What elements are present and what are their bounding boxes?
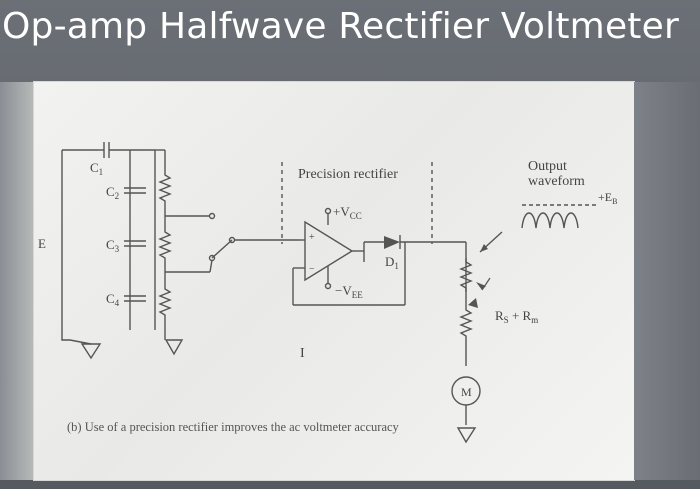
label-plus-input: + bbox=[309, 232, 315, 243]
resistor-r1 bbox=[158, 170, 172, 205]
label-e: E bbox=[38, 236, 46, 251]
slide-title: Op-amp Halfwave Rectifier Voltmeter bbox=[2, 6, 679, 47]
output-waveform bbox=[521, 212, 579, 229]
label-eb: +EB bbox=[598, 190, 617, 206]
figure-caption: (b) Use of a precision rectifier improve… bbox=[67, 420, 399, 434]
resistor-r3 bbox=[158, 285, 172, 320]
label-vcc: +VCC bbox=[333, 204, 362, 221]
circuit-figure bbox=[34, 82, 634, 480]
label-minus-input: − bbox=[309, 264, 315, 275]
selector-arm bbox=[211, 239, 233, 259]
ground-right bbox=[164, 339, 184, 356]
label-c3: C3 bbox=[106, 237, 120, 254]
label-c4: C4 bbox=[106, 291, 120, 308]
resistor-rs-rm bbox=[459, 258, 473, 292]
label-c1: C1 bbox=[90, 160, 103, 177]
op-amp-triangle bbox=[304, 220, 354, 282]
right-edge-shadow bbox=[634, 82, 700, 480]
label-rs-rm: RS + Rm bbox=[495, 308, 538, 325]
ground-left bbox=[80, 343, 102, 360]
label-meter: M bbox=[461, 385, 472, 399]
diode-d1 bbox=[384, 236, 400, 249]
label-output-line1: Output bbox=[528, 159, 567, 174]
label-d1: D1 bbox=[385, 254, 399, 271]
label-output-line2: waveform bbox=[528, 174, 585, 189]
label-precision-rectifier: Precision rectifier bbox=[298, 167, 398, 182]
label-current: I bbox=[300, 346, 305, 361]
resistor-r2 bbox=[158, 228, 172, 262]
label-c2: C2 bbox=[106, 184, 119, 201]
input-bracket bbox=[61, 150, 70, 341]
ground-meter bbox=[456, 427, 477, 444]
label-vee: −VEE bbox=[335, 283, 363, 300]
left-edge-shadow bbox=[0, 82, 34, 480]
